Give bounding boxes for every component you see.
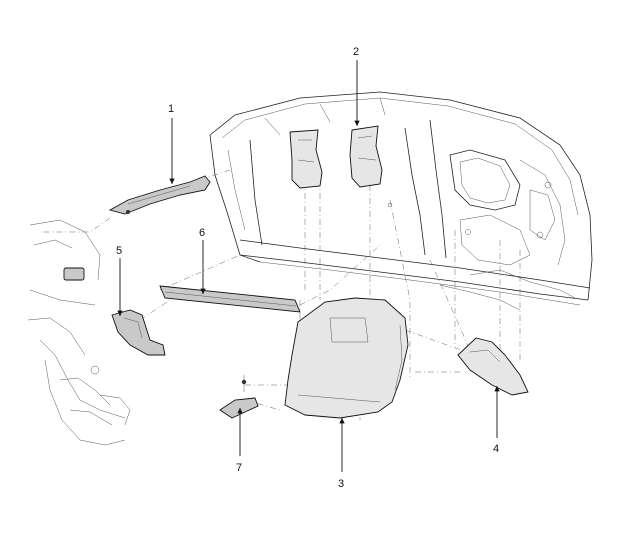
alignment-lines [40,169,521,420]
callout-3: 3 [338,478,344,490]
callout-2: 2 [353,46,359,58]
callout-4: 4 [493,443,499,455]
front-body-fragment [27,219,131,446]
part-7-bracket [219,375,259,419]
callout-6: 6 [199,227,205,239]
callout-1: 1 [168,103,174,115]
part-1-a-pillar-trim [108,175,211,215]
vehicle-body-shell [209,91,593,311]
callout-7: 7 [236,462,242,474]
part-2-b-pillar-trim [289,125,383,189]
callout-5: 5 [116,245,122,257]
part-6-door-scuff-trim [159,285,301,313]
part-4-rear-trim [457,337,529,396]
part-5-front-kick-trim [111,309,166,356]
leader-lines [117,60,500,472]
part-3-rear-quarter-trim [284,297,409,419]
